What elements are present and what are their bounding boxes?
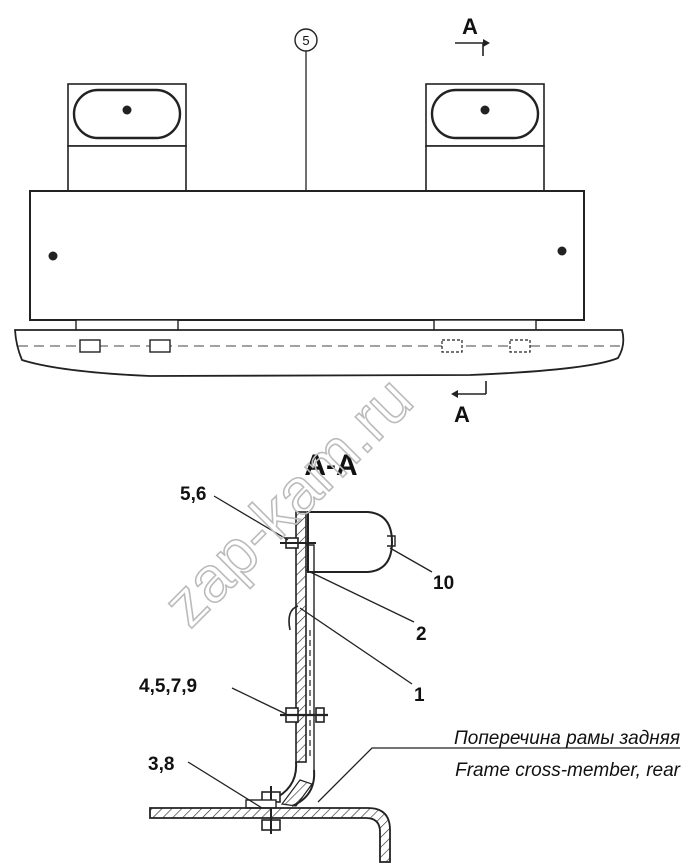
lamp-body [307,511,394,573]
upper-bolt [280,537,316,549]
section-marker-bottom: A [451,381,487,427]
callout-5-6: 5,6 [180,484,206,505]
top-view: 5 A [14,14,625,427]
section-marker-top-label: A [462,14,478,39]
section-marker-bottom-label: A [454,402,470,427]
leader-lines [187,495,680,809]
bracket-1 [306,544,315,770]
caption-russian: Поперечина рамы задняя [454,728,680,749]
balloon-callout: 5 [294,28,318,192]
middle-bolt [280,707,328,723]
caption-english: Frame cross-member, rear [455,760,681,781]
section-title: A-A [304,449,357,482]
section-marker-top: A [455,14,490,56]
right-lamp [425,83,545,193]
bracket-2 [295,511,307,763]
frame-cross-member-top [14,329,625,377]
frame-cross-member-section [149,807,391,863]
callout-10: 10 [433,573,454,594]
callout-2: 2 [416,624,427,645]
left-lamp [67,83,187,193]
section-view: A-A [139,449,681,863]
callout-1: 1 [414,685,425,706]
balloon-number: 5 [302,33,309,48]
callout-3-8: 3,8 [148,754,174,775]
bracket-plate [29,190,585,321]
callout-4-5-7-9: 4,5,7,9 [139,676,197,697]
